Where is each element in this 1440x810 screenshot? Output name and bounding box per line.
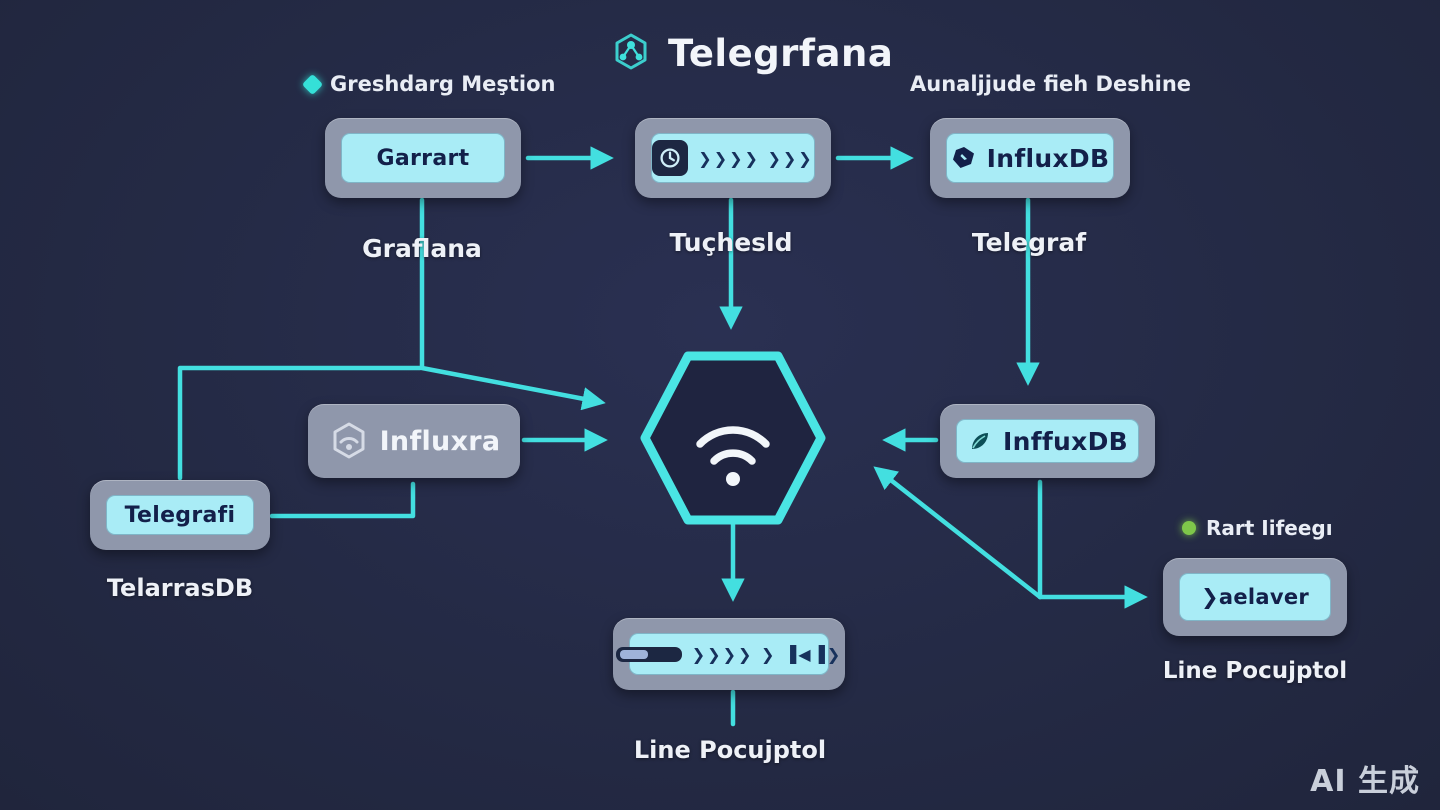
caption-telarrasdb: TelarrasDB (106, 574, 254, 602)
node-telegrafi: Telegrafi (90, 480, 270, 550)
influxdb-logo-icon (952, 147, 974, 168)
node-pipeline: ❯❯❯❯ ❯ ▐◀▐❯ (613, 618, 845, 690)
caption-top-right-text: Aunaljjude fieh Deshine (910, 72, 1192, 96)
wifi-icon (696, 426, 770, 486)
daelaver-panel: ❯aelaver (1179, 573, 1331, 621)
pipeline-panel: ❯❯❯❯ ❯ ▐◀▐❯ (615, 633, 840, 675)
diamond-icon (301, 73, 324, 95)
title-text: Telegrfana (668, 31, 894, 75)
caption-pipeline: Line Pocujptol (633, 736, 827, 764)
caption-tuchesld: Tuçhesld (669, 228, 793, 257)
caption-right-mid: Rart Iifeegı (1182, 516, 1333, 540)
node-inffuxdb-mid: InffuxDB (940, 404, 1155, 478)
telegrafi-panel: Telegrafi (106, 495, 254, 535)
leaf-icon (972, 433, 988, 449)
caption-daelaver: Line Pocujptol (1162, 658, 1348, 684)
pipeline-glyphs: ❯❯❯❯ ❯ ▐◀▐❯ (691, 644, 843, 664)
inffuxdb-mid-label: InffuxDB (1003, 426, 1128, 456)
caption-top-left-text: Greshdarg Meştion (330, 72, 556, 96)
inffuxdb-mid-panel: InffuxDB (956, 419, 1139, 463)
clock-icon (652, 140, 689, 176)
ai-watermark: AI 生成 (1310, 764, 1420, 799)
diagram-title: Telegrfana (608, 30, 893, 76)
influxdb-top-panel: InfluxDB (946, 133, 1114, 183)
node-daelaver: ❯aelaver (1163, 558, 1347, 636)
line-telegrafi-up-junction (177, 365, 423, 481)
telegrafi-label: Telegrafi (124, 502, 236, 528)
central-hexagon (640, 351, 826, 525)
node-tuchesld: ❯❯❯❯ ❯❯❯ (635, 118, 831, 198)
tuchesld-panel: ❯❯❯❯ ❯❯❯ (651, 133, 815, 183)
influxra-hexagon-icon (333, 422, 365, 459)
influxra-label: Influxra (379, 425, 501, 457)
caption-top-right: Aunaljjude fieh Deshine (910, 72, 1191, 96)
influxdb-top-label: InfluxDB (986, 143, 1110, 173)
telegrfana-logo-icon (615, 33, 647, 70)
caption-top-left: Greshdarg Meştion (301, 72, 556, 96)
line-telegrafi-to-influxra (269, 481, 416, 519)
caption-right-mid-text: Rart Iifeegı (1206, 516, 1333, 540)
caption-graflana: Graflana (362, 234, 482, 263)
garrart-label: Garrart (376, 145, 470, 171)
node-garrart: Garrart (325, 118, 521, 198)
garrart-panel: Garrart (341, 133, 505, 183)
progress-bar-icon (615, 646, 682, 662)
tuchesld-glyphs: ❯❯❯❯ ❯❯❯ (698, 148, 814, 168)
green-dot-icon (1182, 521, 1196, 535)
arrow-junction-to-hexagon (873, 466, 1043, 600)
caption-telegraf: Telegraf (971, 228, 1087, 257)
node-influxdb-top: InfluxDB (930, 118, 1130, 198)
node-influxra: Influxra (308, 404, 520, 478)
arrow-garrart-to-hexagon (419, 197, 606, 411)
daelaver-label: ❯aelaver (1200, 585, 1310, 609)
